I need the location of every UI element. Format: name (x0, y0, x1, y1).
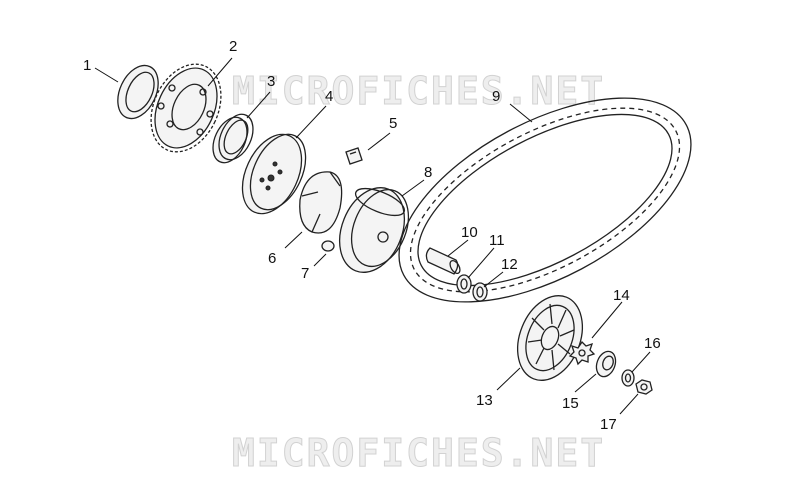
bushing-ring-part (212, 113, 254, 164)
washer-16-part (621, 369, 635, 387)
leader-12 (483, 271, 504, 288)
leader-3 (246, 91, 271, 119)
leader-16 (631, 351, 651, 373)
drive-belt-part (398, 97, 692, 303)
callout-2: 2 (229, 38, 237, 55)
leader-7 (313, 253, 327, 267)
roller-guide-part (299, 171, 343, 234)
watermark-bottom: MICROFICHES.NET (232, 431, 605, 475)
leader-10 (447, 239, 469, 257)
callout-8: 8 (424, 164, 432, 181)
leader-11 (467, 247, 495, 279)
roller-part (321, 240, 335, 252)
spacer-sleeve-part (425, 247, 461, 275)
slider-part (345, 147, 363, 165)
callout-4: 4 (325, 88, 333, 105)
leader-6 (284, 231, 303, 249)
movable-half-pulley-part (339, 187, 410, 273)
starter-gear-part (150, 63, 222, 153)
leader-13 (496, 367, 521, 391)
leader-14 (591, 301, 623, 339)
callout-1: 1 (83, 57, 91, 74)
callout-6: 6 (268, 250, 276, 267)
callout-5: 5 (389, 115, 397, 132)
callout-15: 15 (562, 395, 579, 412)
leader-17 (619, 393, 639, 415)
callout-labels: 1 2 3 4 5 6 7 8 9 10 11 12 13 14 15 16 1… (83, 38, 661, 433)
callout-9: 9 (492, 88, 500, 105)
leader-1 (94, 67, 119, 83)
leader-5 (367, 132, 391, 151)
washer-11-part (456, 274, 472, 294)
callout-7: 7 (301, 265, 309, 282)
leader-9 (509, 103, 533, 123)
fan-pulley-part (517, 295, 583, 381)
callout-10: 10 (461, 224, 478, 241)
callout-11: 11 (489, 232, 505, 249)
callout-13: 13 (476, 392, 493, 409)
ramp-plate-part (241, 133, 307, 215)
cup-washer-part (595, 350, 617, 378)
leader-15 (574, 373, 597, 393)
callout-12: 12 (501, 256, 518, 273)
callout-17: 17 (600, 416, 617, 433)
nut-part (635, 379, 653, 395)
callout-14: 14 (613, 287, 630, 304)
leader-8 (401, 179, 425, 197)
leader-4 (295, 105, 327, 139)
leader-lines (94, 57, 651, 415)
leader-2 (207, 57, 233, 87)
star-washer-part (568, 340, 596, 366)
watermark-top: MICROFICHES.NET (232, 69, 605, 113)
callout-3: 3 (267, 73, 275, 90)
callout-16: 16 (644, 335, 661, 352)
washer-12-part (472, 282, 488, 302)
